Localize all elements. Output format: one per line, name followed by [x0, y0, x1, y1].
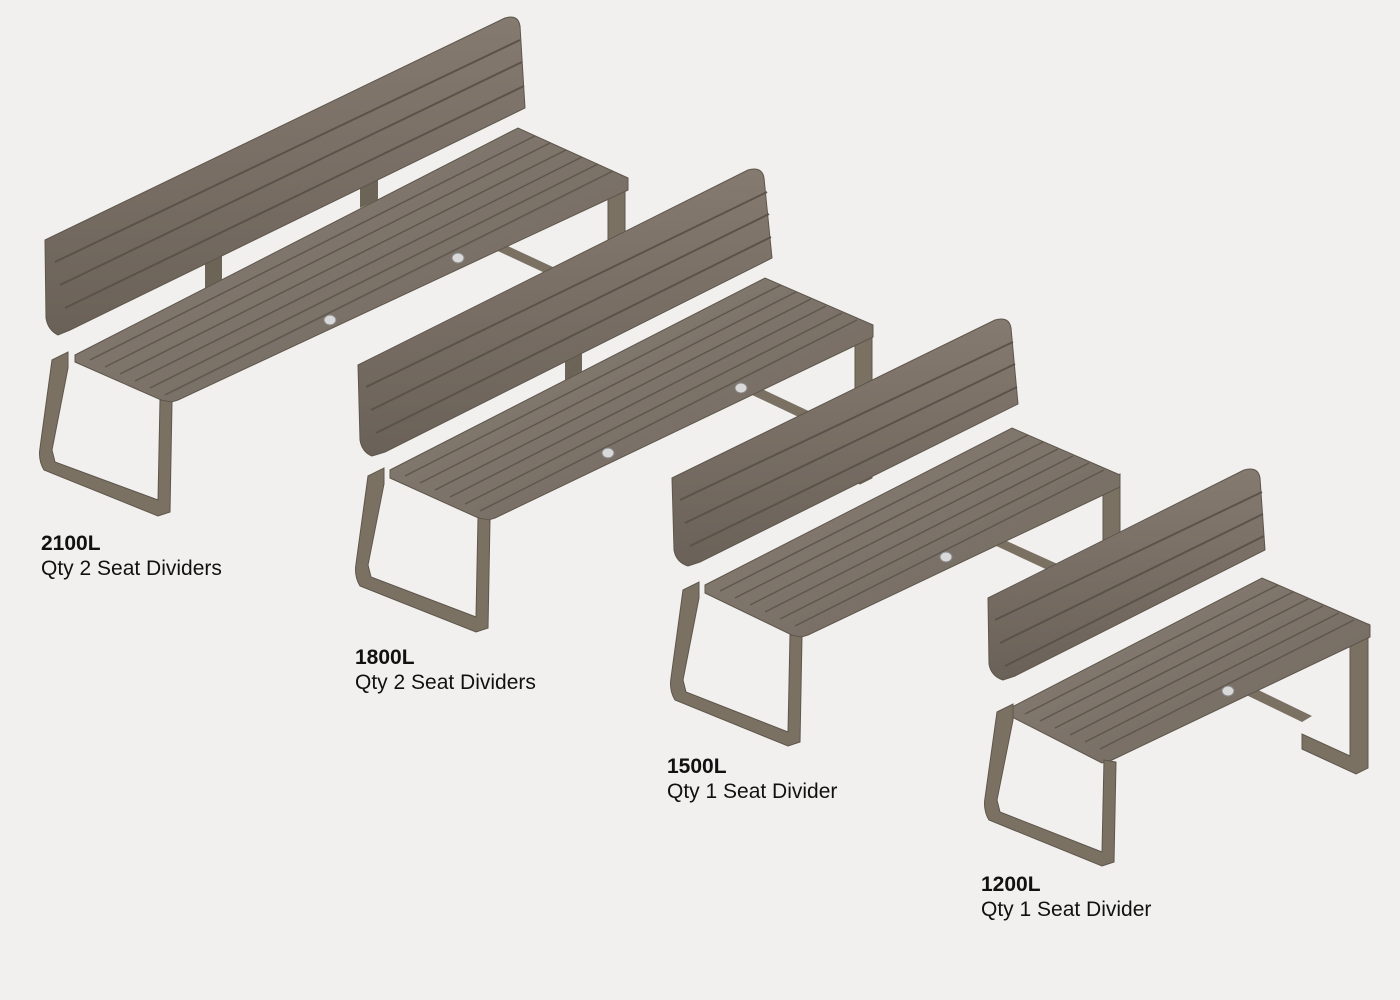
seat-divider	[1221, 685, 1235, 697]
frame-leg-left	[670, 581, 803, 747]
slat-line	[134, 156, 583, 382]
seat-divider	[939, 551, 953, 563]
frame-leg-right	[1301, 623, 1369, 775]
divider-qty-label: Qty 1 Seat Divider	[667, 780, 838, 804]
frame-leg-left	[984, 703, 1117, 867]
frame-leg-left	[355, 467, 491, 633]
slat-line	[1004, 535, 1265, 667]
slat-line	[64, 85, 525, 309]
slat-line	[719, 434, 1029, 592]
slat-line	[119, 149, 567, 375]
slat-line	[104, 142, 551, 368]
frame-stretcher	[992, 538, 1062, 572]
slat-line	[370, 213, 770, 411]
seat-divider	[734, 382, 748, 394]
model-label: 1200L	[981, 873, 1041, 896]
bench-2100l	[39, 16, 629, 517]
slat-line	[1039, 591, 1294, 722]
slat-line	[59, 61, 523, 286]
backrest	[987, 468, 1266, 681]
bench-1200l	[984, 468, 1371, 867]
seat-divider	[323, 314, 337, 326]
caption-1200l: 1200L Qty 1 Seat Divider	[981, 872, 1151, 922]
slat-line	[1099, 619, 1355, 750]
slat-line	[689, 386, 1018, 547]
seat	[704, 427, 1121, 639]
seat-divider	[451, 252, 465, 264]
model-label: 1500L	[667, 755, 727, 778]
bench-1500l	[670, 318, 1121, 747]
slat-line	[734, 441, 1044, 599]
slat-line	[994, 491, 1263, 621]
seat	[74, 127, 629, 404]
caption-1800l: 1800L Qty 2 Seat Dividers	[355, 645, 536, 695]
seat-divider	[601, 447, 615, 459]
slat-line	[779, 462, 1090, 620]
slat-line	[479, 319, 858, 512]
slat-line	[365, 191, 768, 388]
frame-stretcher	[1240, 685, 1312, 722]
slat-line	[375, 236, 772, 434]
seat	[389, 277, 874, 522]
seat	[1009, 577, 1371, 764]
slat-line	[1024, 584, 1279, 715]
bench-1800l	[355, 168, 874, 633]
slat-line	[1084, 612, 1340, 743]
frame-stretcher	[750, 388, 815, 420]
divider-qty-label: Qty 2 Seat Dividers	[41, 557, 222, 581]
slat-line	[684, 363, 1016, 524]
frame-leg-left	[39, 351, 173, 517]
divider-qty-label: Qty 2 Seat Dividers	[355, 671, 536, 695]
slat-line	[679, 341, 1014, 501]
slat-line	[464, 312, 843, 505]
slat-line	[89, 135, 536, 361]
slat-line	[764, 455, 1074, 613]
slat-line	[419, 291, 797, 484]
slat-line	[149, 163, 599, 389]
slat-line	[434, 298, 812, 491]
slat-line	[794, 469, 1105, 627]
slat-line	[404, 284, 782, 477]
caption-2100l: 2100L Qty 2 Seat Dividers	[41, 531, 222, 581]
model-label: 2100L	[41, 532, 101, 555]
divider-qty-label: Qty 1 Seat Divider	[981, 898, 1152, 922]
slat-line	[749, 448, 1059, 606]
caption-1500l: 1500L Qty 1 Seat Divider	[667, 754, 837, 804]
slat-line	[999, 513, 1264, 644]
slat-line	[164, 170, 614, 396]
slat-line	[54, 39, 521, 263]
slat-line	[1069, 605, 1324, 736]
slat-line	[1054, 598, 1309, 729]
model-label: 1800L	[355, 646, 415, 669]
slat-line	[449, 305, 827, 498]
